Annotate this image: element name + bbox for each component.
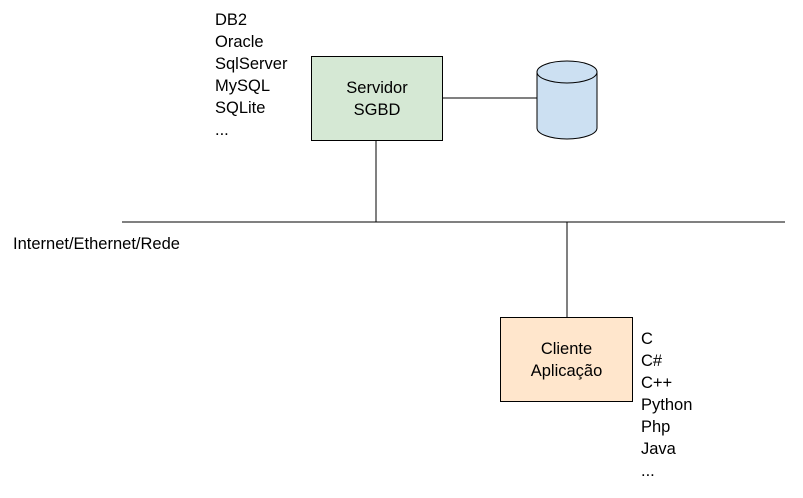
language-item: C# xyxy=(641,352,663,370)
database-list: DB2 Oracle SqlServer MySQL SQLite ... xyxy=(215,9,287,141)
client-application-node: Cliente Aplicação xyxy=(500,317,633,402)
database-item: ... xyxy=(215,121,229,139)
database-cylinder-icon xyxy=(536,60,598,140)
client-label-line2: Aplicação xyxy=(530,361,603,380)
database-item: SQLite xyxy=(215,99,266,117)
language-list: C C# C++ Python Php Java ... xyxy=(641,328,692,482)
database-item: SqlServer xyxy=(215,55,288,73)
server-sgbd-node: Servidor SGBD xyxy=(311,56,443,141)
language-item: C xyxy=(641,330,653,348)
network-label: Internet/Ethernet/Rede xyxy=(13,235,180,253)
database-item: DB2 xyxy=(215,11,248,29)
server-label-line1: Servidor xyxy=(346,78,408,97)
database-item: MySQL xyxy=(215,77,271,95)
language-item: ... xyxy=(641,462,655,480)
language-item: Java xyxy=(641,440,676,458)
database-item: Oracle xyxy=(215,33,264,51)
server-label-line2: SGBD xyxy=(353,100,401,119)
language-item: Php xyxy=(641,418,671,436)
language-item: C++ xyxy=(641,374,673,392)
client-label-line1: Cliente xyxy=(540,339,593,358)
language-item: Python xyxy=(641,396,693,414)
